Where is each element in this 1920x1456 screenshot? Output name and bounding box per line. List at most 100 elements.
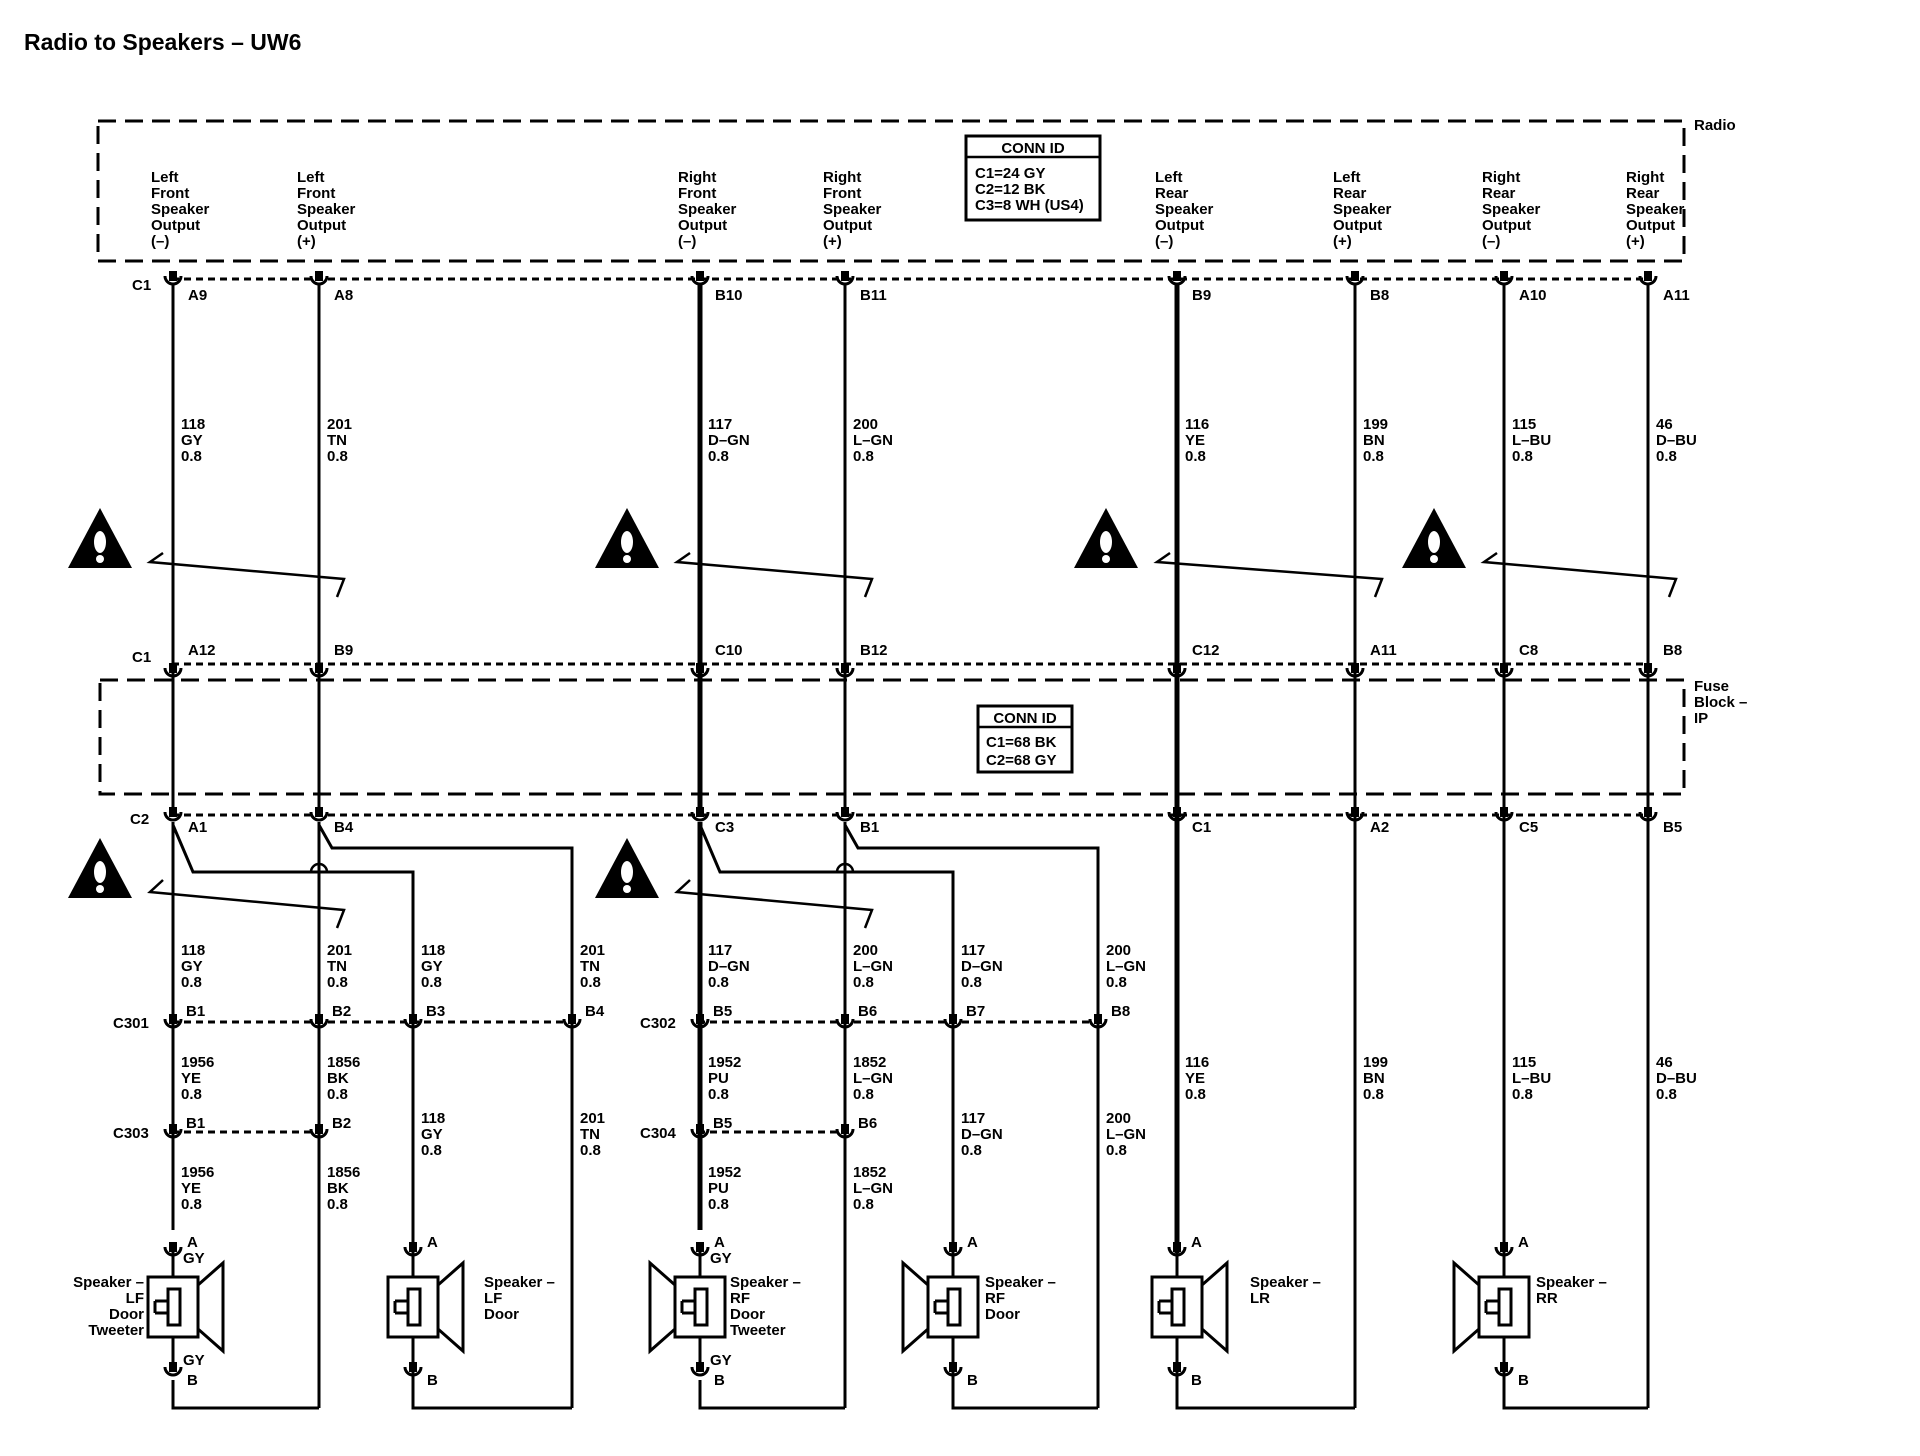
speaker-wire-color: GY — [183, 1250, 205, 1267]
warning-triangle-icon — [1074, 508, 1138, 568]
connector-label: C302 — [640, 1015, 676, 1032]
speaker-icon — [386, 1252, 465, 1362]
pin-label: A11 — [1370, 642, 1397, 659]
wire-label: 0.8 — [708, 1196, 729, 1213]
radio-output-label: Speaker — [1482, 201, 1541, 218]
wire-label: 0.8 — [327, 1196, 348, 1213]
pin-label: B12 — [860, 642, 888, 659]
radio-output-label: Left — [1333, 169, 1361, 186]
pin-label: A8 — [334, 287, 353, 304]
speaker-label: Speaker – — [730, 1274, 801, 1291]
radio-conn-id-line: C1=24 GY — [975, 165, 1045, 182]
wire-label: YE — [1185, 1070, 1205, 1087]
connector-label: C2 — [130, 811, 149, 828]
wire-label: BN — [1363, 1070, 1385, 1087]
warning-triangle-icon — [68, 838, 132, 898]
radio-output-label: Front — [297, 185, 335, 202]
pin-label: B5 — [1663, 819, 1682, 836]
speaker-label: Speaker – — [985, 1274, 1056, 1291]
radio-output-label: Output — [297, 217, 346, 234]
pin-label: B6 — [858, 1115, 877, 1132]
wire-label: 200 — [853, 942, 878, 959]
wire-label: 1956 — [181, 1164, 214, 1181]
wire-label: 0.8 — [421, 1142, 442, 1159]
radio-conn-id-box: CONN ID C1=24 GY C2=12 BK C3=8 WH (US4) — [964, 134, 1102, 222]
pin-label: A1 — [188, 819, 207, 836]
radio-output-label: Speaker — [151, 201, 210, 218]
fuse-block-label: IP — [1694, 710, 1708, 727]
wire-label: 0.8 — [181, 1196, 202, 1213]
radio-output-label: (+) — [1333, 233, 1352, 250]
wire-label: 1952 — [708, 1054, 741, 1071]
speaker-pin-label: A — [187, 1234, 198, 1251]
speaker-label: Speaker – — [1536, 1274, 1607, 1291]
wire-label: 199 — [1363, 1054, 1388, 1071]
connector-label: C1 — [132, 277, 151, 294]
speaker-label: LR — [1250, 1290, 1270, 1307]
wire-label: 199 — [1363, 416, 1388, 433]
wire-label: 117 — [708, 416, 732, 433]
wire-label: 117 — [961, 1110, 985, 1127]
wire-label: 115 — [1512, 416, 1536, 433]
pin-label: A2 — [1370, 819, 1389, 836]
pin-label: A11 — [1663, 287, 1690, 304]
connector-label: C304 — [640, 1125, 677, 1142]
wire-label: TN — [580, 958, 600, 975]
pin-label: C1 — [1192, 819, 1211, 836]
pin-label: B4 — [585, 1003, 605, 1020]
wire-label: PU — [708, 1070, 729, 1087]
wire-label: 0.8 — [853, 1196, 874, 1213]
radio-output-label: Right — [1482, 169, 1520, 186]
wire-label: GY — [421, 1126, 443, 1143]
speaker-wire-color: GY — [710, 1352, 732, 1369]
speaker-wire-color: GY — [710, 1250, 732, 1267]
speaker-label: LF — [126, 1290, 144, 1307]
speaker-pin-label: B — [427, 1372, 438, 1389]
wire-label: D–GN — [961, 958, 1003, 975]
radio-output-label: Rear — [1482, 185, 1516, 202]
pin-label: B1 — [186, 1115, 205, 1132]
wire-label: BN — [1363, 432, 1385, 449]
wire-label: GY — [181, 958, 203, 975]
pin-label: B7 — [966, 1003, 985, 1020]
wire-label: 0.8 — [580, 974, 601, 991]
speaker-label: Speaker – — [484, 1274, 555, 1291]
wire-label: 0.8 — [1512, 1086, 1533, 1103]
speaker-pin-label: B — [967, 1372, 978, 1389]
wire-label: 200 — [853, 416, 878, 433]
wire-label: PU — [708, 1180, 729, 1197]
wire-label: 0.8 — [1185, 448, 1206, 465]
wire-label: 0.8 — [1363, 1086, 1384, 1103]
pin-label: B2 — [332, 1115, 351, 1132]
pin-label: B2 — [332, 1003, 351, 1020]
speaker-pin-label: B — [714, 1372, 725, 1389]
wire-label: 1852 — [853, 1054, 886, 1071]
wire-label: TN — [327, 958, 347, 975]
fuse-conn-id-line: C2=68 GY — [986, 752, 1056, 769]
wire-label: 0.8 — [181, 1086, 202, 1103]
wire-label: L–BU — [1512, 1070, 1551, 1087]
connector-label: C1 — [132, 649, 151, 666]
wire-label: 115 — [1512, 1054, 1536, 1071]
wire-label: 200 — [1106, 1110, 1131, 1127]
radio-output-label: Rear — [1626, 185, 1660, 202]
wire-label: L–GN — [1106, 1126, 1146, 1143]
wire-labels: 118GY0.8201TN0.8117D–GN0.8200L–GN0.8116Y… — [181, 416, 1697, 1213]
speaker-icon — [146, 1252, 225, 1362]
wire-label: L–GN — [853, 432, 893, 449]
speaker-pin-label: B — [1191, 1372, 1202, 1389]
speaker-label: RF — [730, 1290, 750, 1307]
wire-label: 0.8 — [708, 974, 729, 991]
fuse-conn-id-header: CONN ID — [993, 710, 1057, 727]
wire-label: 118 — [421, 1110, 445, 1127]
radio-output-label: Rear — [1155, 185, 1189, 202]
wire-label: 117 — [708, 942, 732, 959]
wire-label: 201 — [327, 416, 352, 433]
radio-output-label: Output — [1482, 217, 1531, 234]
wire-label: 0.8 — [1106, 1142, 1127, 1159]
speaker-icon — [1150, 1252, 1229, 1362]
warning-icons — [68, 508, 1466, 898]
wire-label: 0.8 — [327, 448, 348, 465]
wire-label: 201 — [580, 1110, 605, 1127]
